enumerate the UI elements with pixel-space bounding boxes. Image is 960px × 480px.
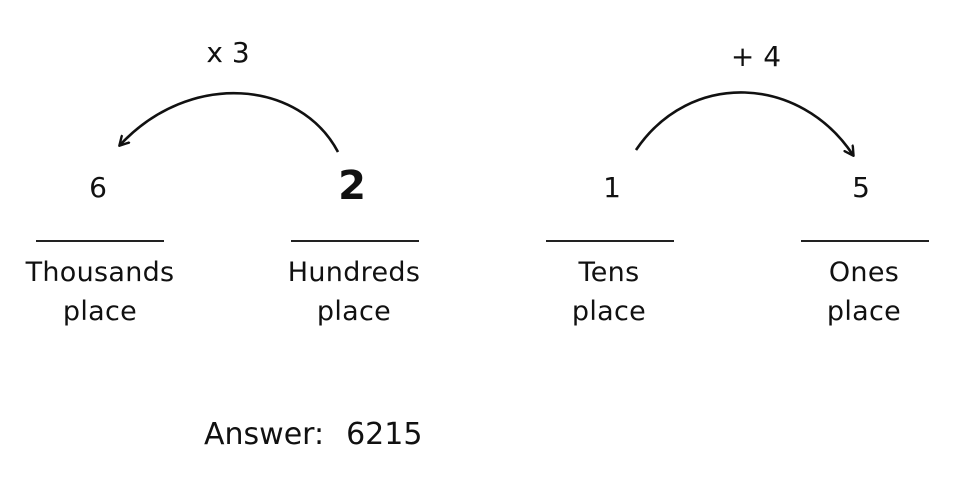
hundreds-place-label: Hundreds place [254,253,454,331]
multiply-arrow [120,92,340,153]
hundreds-digit: 2 [338,163,366,209]
ones-blank-line [801,240,929,242]
add-arrow [634,91,853,155]
thousands-label-line2: place [62,296,138,327]
hundreds-label-line2: place [316,296,392,327]
ones-digit: 5 [852,171,870,204]
thousands-place-label: Thousands place [0,253,200,331]
answer-label: Answer: [204,417,325,452]
add-label: + 4 [730,40,782,73]
tens-digit: 1 [603,171,621,204]
ones-label-line1: Ones [828,257,900,288]
answer-row: Answer: 6215 [204,417,422,453]
thousands-label-line1: Thousands [25,257,175,288]
thousands-digit: 6 [89,171,107,204]
thousands-blank-line [36,240,164,242]
answer-value: 6215 [346,417,423,452]
multiply-label: x 3 [206,36,250,69]
tens-label-line2: place [571,296,647,327]
ones-label-line2: place [826,296,902,327]
tens-label-line1: Tens [578,257,640,288]
tens-blank-line [546,240,674,242]
hundreds-blank-line [291,240,419,242]
hundreds-label-line1: Hundreds [287,257,421,288]
ones-place-label: Ones place [764,253,960,331]
tens-place-label: Tens place [509,253,709,331]
